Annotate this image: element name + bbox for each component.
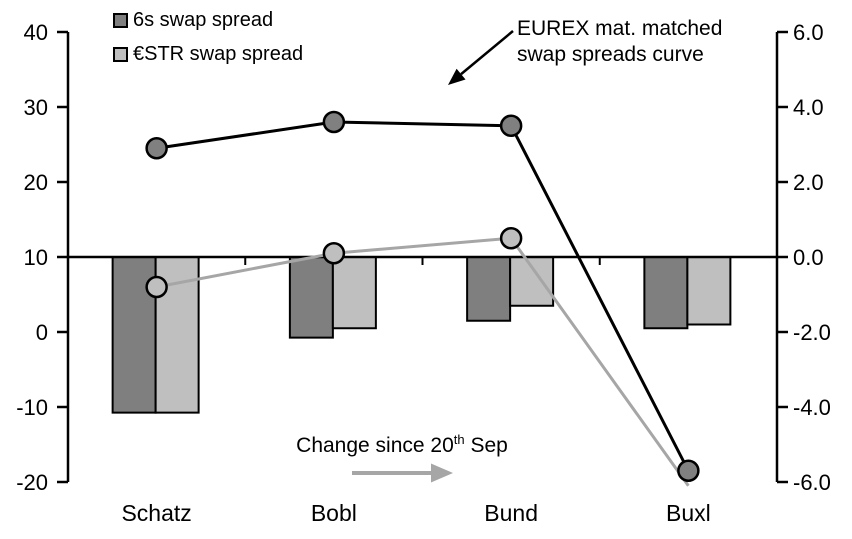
legend-label-6s: 6s swap spread [133,9,274,31]
curve-annotation-line2: swap spreads curve [517,43,704,66]
bar-6s-buxl [643,256,689,330]
x-axis-label-buxl: Buxl [666,500,711,526]
legend: 6s swap spread €STR swap spread [113,8,303,66]
curve-annotation-arrow-shaft [460,30,514,76]
left-axis-tick-label: -20 [16,470,48,495]
bar-6s-bund [466,256,512,322]
curve-annotation-arrow-head-icon [448,68,466,85]
x-axis-label-bund: Bund [484,500,538,526]
marker-6s-schatz-icon [145,137,168,160]
line-estr-curve [156,236,690,487]
change-annotation: Change since 20th Sep [285,432,519,458]
bar-6s-bobl [288,256,334,339]
marker-6s-buxl-icon [677,459,700,482]
curve-annotation: EUREX mat. matched swap spreads curve [517,16,722,68]
legend-swatch-estr-icon [113,46,128,62]
legend-label-estr: €STR swap spread [133,43,304,65]
right-axis-tick-label: 4.0 [793,95,824,120]
marker-estr-bund-icon [499,227,523,250]
left-axis-tick-label: 30 [24,95,48,120]
change-annotation-superscript: th [453,432,465,447]
left-axis-tick-label: -10 [16,395,48,420]
curve-annotation-line1: EUREX mat. matched [517,17,723,40]
change-annotation-suffix: Sep [464,434,508,457]
marker-6s-bund-icon [499,114,523,137]
line-6s-curve [156,120,690,472]
change-annotation-prefix: Change since 20 [296,434,454,457]
bar-estr-bobl [331,256,377,330]
left-axis-tick-label: 0 [36,320,48,345]
left-axis-tick-label: 10 [24,245,48,270]
bar-estr-buxl [686,256,732,326]
right-axis-tick-label: -4.0 [793,395,831,420]
right-axis-tick-label: 6.0 [793,20,824,45]
marker-estr-bobl-icon [322,242,346,265]
right-axis-tick-label: 2.0 [793,170,824,195]
marker-6s-bobl-icon [322,110,346,134]
x-axis-label-bobl: Bobl [311,500,357,526]
left-axis-tick-label: 20 [24,170,48,195]
right-axis-tick-label: 0.0 [793,245,824,270]
right-axis-tick-label: -2.0 [793,320,831,345]
legend-item-estr: €STR swap spread [113,42,303,66]
marker-estr-schatz-icon [145,275,168,299]
x-axis-label-schatz: Schatz [121,500,191,526]
change-annotation-arrow-head-icon [431,463,453,483]
legend-item-6s: 6s swap spread [113,8,303,32]
legend-swatch-6s-icon [113,12,128,28]
right-axis-tick-label: -6.0 [793,470,831,495]
left-axis-tick-label: 40 [24,20,48,45]
